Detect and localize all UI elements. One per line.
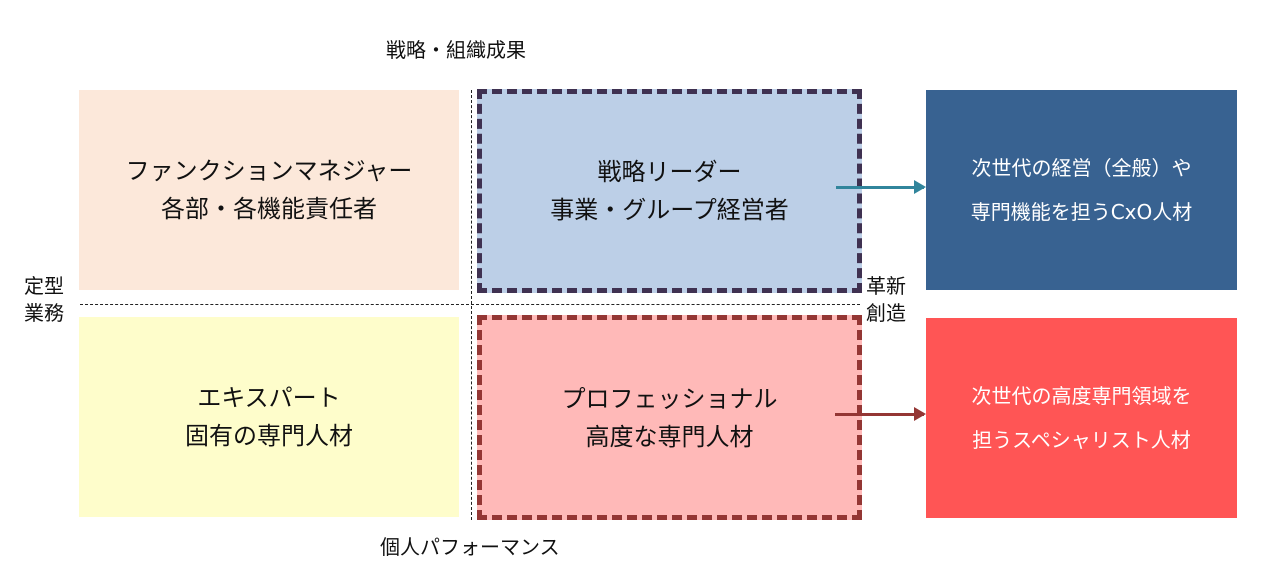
quadrant-subtitle: 高度な専門人材 [585,422,754,451]
quadrant-expert: エキスパート 固有の専門人材 [79,317,459,517]
quadrant-professional: プロフェッショナル 高度な専門人材 [477,315,862,520]
arrow-right-icon [836,180,926,194]
quadrant-strategic-leader: 戦略リーダー 事業・グループ経営者 [477,89,862,293]
quadrant-subtitle: 固有の専門人材 [185,422,353,450]
outcome-next-gen-specialist: 次世代の高度専門領域を 担うスペシャリスト人材 [926,318,1237,518]
outcome-line-1: 次世代の高度専門領域を [971,384,1192,408]
outcome-line-2: 担うスペシャリスト人材 [972,428,1191,452]
axis-label-individual-performance: 個人パフォーマンス [380,535,560,559]
quadrant-title: 戦略リーダー [597,158,742,186]
outcome-line-2: 専門機能を担うCxO人材 [970,200,1193,224]
axis-label-left-line-1: 定型 [24,274,64,298]
axis-label-right-line-1: 革新 [866,274,906,298]
outcome-next-gen-cxo: 次世代の経営（全般）や 専門機能を担うCxO人材 [926,90,1237,290]
quadrant-title: プロフェッショナル [561,384,778,413]
outcome-line-1: 次世代の経営（全般）や [971,156,1192,180]
quadrant-function-manager: ファンクションマネジャー 各部・各機能責任者 [79,90,459,290]
axis-label-routine-work: 定型 業務 [24,273,64,327]
arrow-right-icon [835,407,926,421]
axis-label-left-line-2: 業務 [24,301,64,325]
quadrant-subtitle: 事業・グループ経営者 [550,196,789,224]
quadrant-title: ファンクションマネジャー [125,157,413,185]
vertical-axis-divider [471,90,472,520]
axis-label-right-line-2: 創造 [866,301,906,325]
quadrant-title: エキスパート [197,384,341,412]
axis-label-strategy-org-results: 戦略・組織成果 [386,38,526,62]
axis-label-innovation-creation: 革新 創造 [866,273,906,327]
horizontal-axis-divider [80,304,860,305]
quadrant-subtitle: 各部・各機能責任者 [161,195,377,223]
